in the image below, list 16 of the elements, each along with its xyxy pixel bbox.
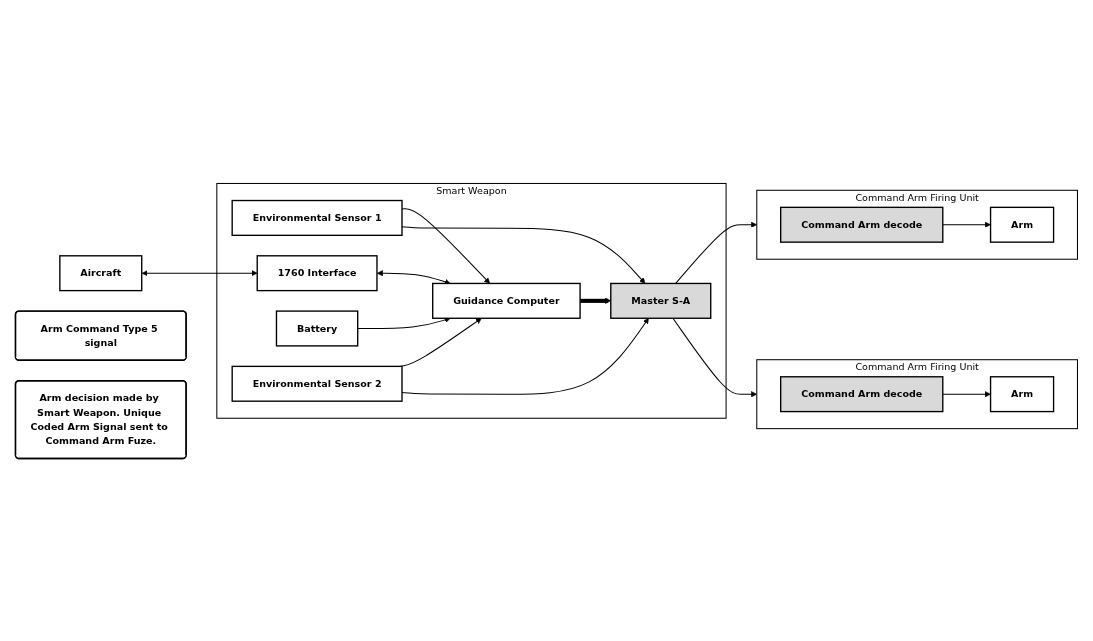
node-box: Master S-A xyxy=(610,282,712,319)
arrow xyxy=(401,317,649,395)
arrow xyxy=(942,221,991,228)
arrow xyxy=(141,269,258,276)
arrow xyxy=(942,390,991,397)
node-box: Arm xyxy=(989,375,1055,412)
node-box: Arm xyxy=(989,206,1055,243)
node-box: 1760 Interface xyxy=(256,254,378,291)
node-box: Command Arm decode xyxy=(780,206,944,243)
node-box: Environmental Sensor 2 xyxy=(231,365,403,402)
node-box: Battery xyxy=(275,309,359,347)
node-box: Aircraft xyxy=(59,254,143,291)
node-box: Command Arm decode xyxy=(780,375,944,412)
arrow xyxy=(357,316,451,329)
node-box: Environmental Sensor 1 xyxy=(231,199,403,236)
node-box: Guidance Computer xyxy=(432,282,581,319)
